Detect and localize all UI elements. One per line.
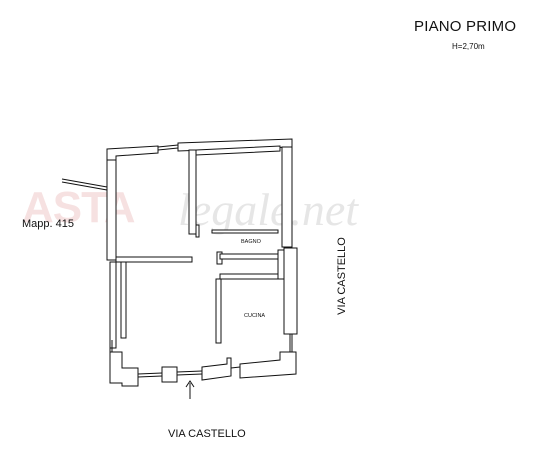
wall-bottom-pillar <box>161 366 178 383</box>
wall-bottom-mid <box>201 357 232 381</box>
wall-left <box>106 159 117 261</box>
wall-left-lower <box>109 261 117 349</box>
wall-center-upper <box>195 145 281 156</box>
room-label-kitchen: CUCINA <box>244 313 266 319</box>
wall-top-left <box>106 145 159 161</box>
wall-center <box>188 149 197 235</box>
room-label-bathroom: BAGNO <box>241 239 261 245</box>
wall-right-lower <box>283 247 298 335</box>
wall-mid-left <box>115 256 193 263</box>
street-label-bottom: VIA CASTELLO <box>168 428 246 440</box>
wall-kitchen-top <box>219 273 279 280</box>
wall-stub <box>195 224 200 238</box>
wall-bottom-left <box>109 351 139 387</box>
watermark-logo: ASTA <box>22 183 136 232</box>
wall-right-upper <box>281 146 293 248</box>
parcel-label: Mapp. 415 <box>22 218 74 230</box>
wall-bottom-right <box>239 351 297 379</box>
wall-bath-bottom <box>219 253 279 260</box>
wall-mid-left-2 <box>120 261 127 339</box>
wall-right-stub <box>277 249 285 280</box>
street-label-right: VIA CASTELLO <box>336 237 348 315</box>
page-title: PIANO PRIMO <box>414 18 517 35</box>
wall-kitchen-left <box>215 278 222 344</box>
height-note: H=2,70m <box>452 42 485 51</box>
wall-bath-top <box>211 229 279 234</box>
watermark-text: legale.net <box>178 184 359 235</box>
